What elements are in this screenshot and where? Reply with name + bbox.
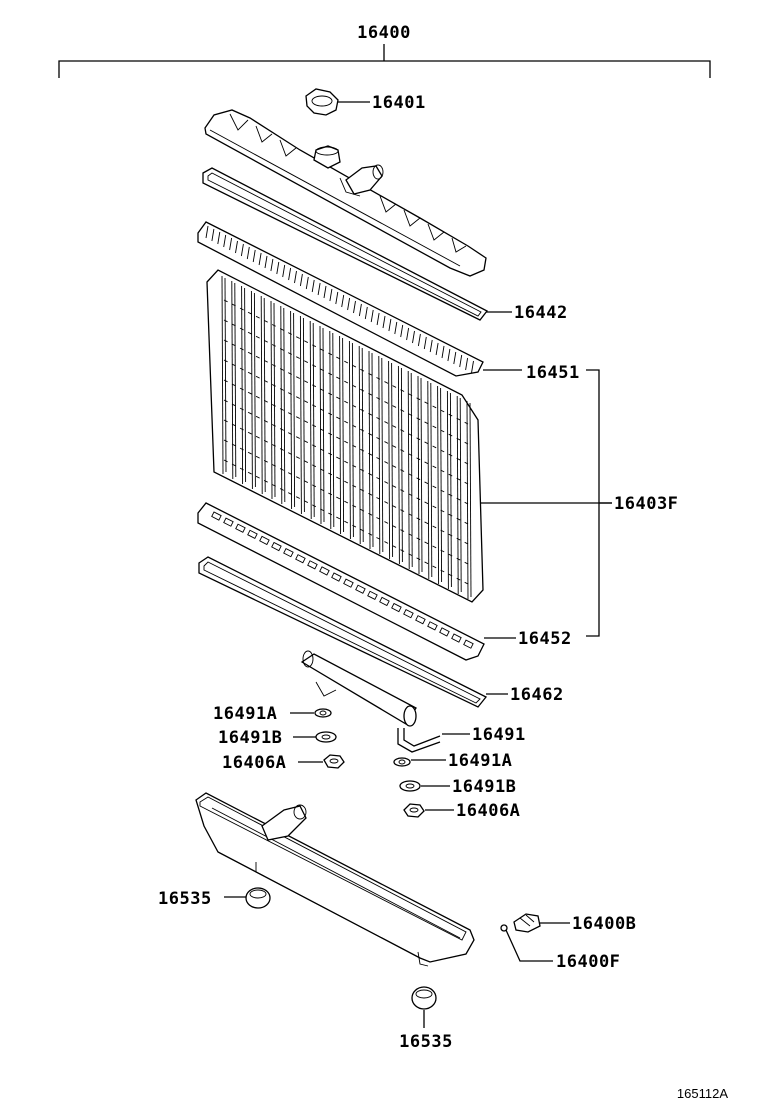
- assembly-number-label: 16400: [357, 23, 411, 43]
- part-label-16535-left: 16535: [158, 889, 212, 909]
- part-label-16491B-left: 16491B: [218, 728, 282, 748]
- nut-icon: [298, 754, 345, 769]
- part-label-16406A-left: 16406A: [222, 753, 286, 773]
- part-label-16452: 16452: [518, 629, 572, 649]
- part-label-16442: 16442: [514, 303, 568, 323]
- lower-tank-icon: [195, 792, 475, 967]
- nut-icon: [403, 803, 454, 818]
- core-group-bracket: [586, 369, 612, 637]
- rubber-cushion-icon: [411, 986, 437, 1028]
- washer-icon: [290, 708, 332, 718]
- washer-icon: [293, 731, 337, 743]
- upper-tank-icon: [204, 109, 487, 277]
- part-label-16401: 16401: [372, 93, 426, 113]
- washer-icon: [399, 780, 450, 792]
- diagram-reference-code: 165112A: [677, 1086, 728, 1101]
- part-label-16491A-right: 16491A: [448, 751, 512, 771]
- lower-core-plate-icon: [197, 502, 516, 661]
- rubber-cushion-icon: [224, 887, 271, 909]
- radiator-cap-icon: [305, 88, 370, 116]
- part-label-16403F: 16403F: [614, 494, 678, 514]
- part-label-16451: 16451: [526, 363, 580, 383]
- drain-cock-icon: [513, 913, 570, 933]
- assembly-bracket: [58, 44, 711, 78]
- part-label-16491A-left: 16491A: [213, 704, 277, 724]
- radiator-core-icon: [206, 269, 612, 603]
- upper-core-plate-icon: [197, 221, 484, 377]
- oil-cooler-pipe-icon: [300, 650, 470, 753]
- part-label-16491: 16491: [472, 725, 526, 745]
- washer-icon: [393, 757, 446, 767]
- part-label-16491B-right: 16491B: [452, 777, 516, 797]
- part-label-16400F: 16400F: [556, 952, 620, 972]
- part-label-16535-bottom: 16535: [399, 1032, 453, 1052]
- upper-tank-gasket-icon: [202, 167, 512, 321]
- part-label-16400B: 16400B: [572, 914, 636, 934]
- drain-cock-plug-icon: [500, 924, 553, 962]
- part-label-16462: 16462: [510, 685, 564, 705]
- lower-tank-gasket-icon: [198, 556, 508, 708]
- part-label-16406A-right: 16406A: [456, 801, 520, 821]
